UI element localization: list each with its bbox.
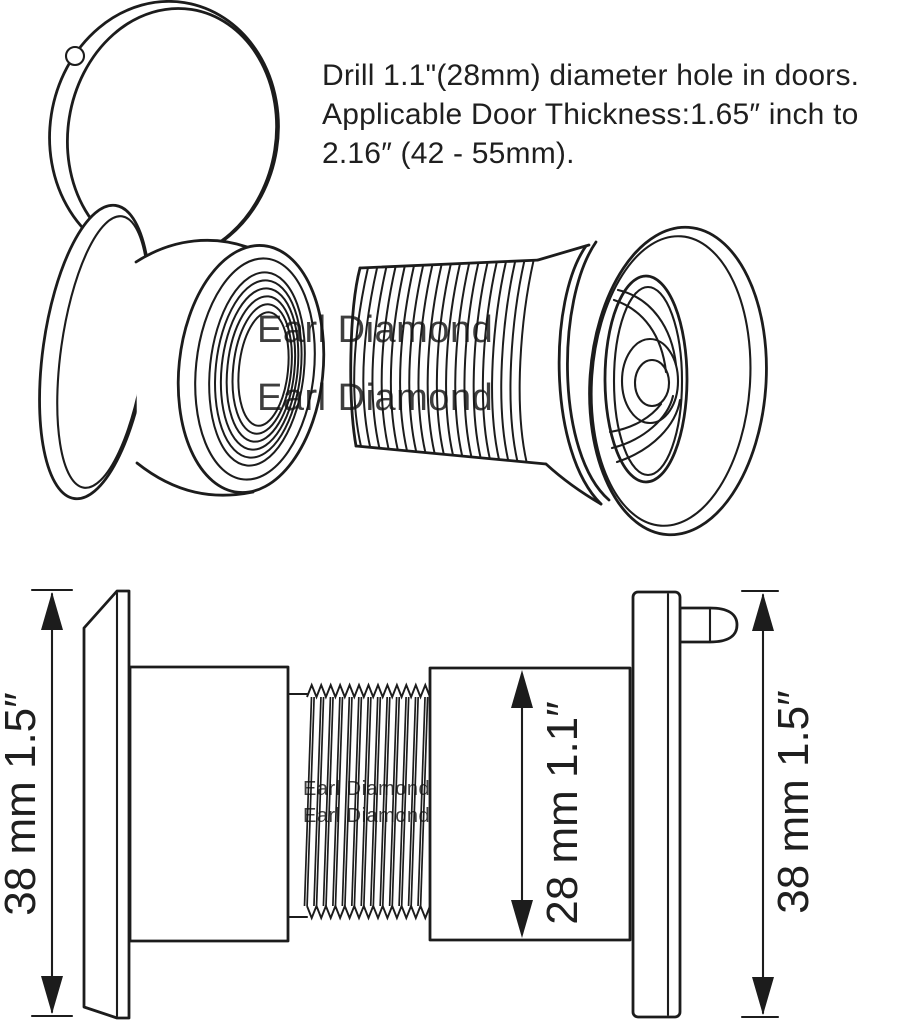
indoor-eyepiece xyxy=(38,203,326,501)
threaded-barrel-3d xyxy=(348,258,548,466)
indoor-flange xyxy=(82,589,131,1020)
lens-barrel-body xyxy=(428,666,632,942)
dim-label-hole-28mm: 28 mm 1.1″ xyxy=(538,701,587,925)
lens-reflection-arc xyxy=(616,288,678,367)
watermark-top-1: Earl Diamond xyxy=(257,309,494,351)
privacy-cover-disc xyxy=(48,0,280,265)
watermark-top-2: Earl Diamond xyxy=(257,377,494,419)
thread-section xyxy=(286,682,431,921)
lens-cavity xyxy=(603,274,689,484)
drill-instruction-line2: Applicable Door Thickness:1.65″ inch to xyxy=(322,98,859,131)
drill-instruction-line1: Drill 1.1"(28mm) diameter hole in doors. xyxy=(322,59,860,92)
dim-label-right-38mm: 38 mm 1.5″ xyxy=(769,690,818,914)
outdoor-flange-plate xyxy=(631,590,739,1019)
drill-instruction-line3: 2.16″ (42 - 55mm). xyxy=(322,137,575,170)
eyepiece-body xyxy=(128,665,290,943)
dim-label-left-38mm: 38 mm 1.5″ xyxy=(0,692,45,916)
watermark-bottom-1: Earl Diamond xyxy=(303,778,431,800)
barrel-threads xyxy=(353,260,535,463)
cover-pivot-pin xyxy=(678,606,739,644)
plate-body xyxy=(631,590,682,1019)
outdoor-lens-piece xyxy=(536,225,768,537)
side-view xyxy=(30,588,780,1020)
lens-pupil xyxy=(633,358,671,408)
dim-right xyxy=(740,589,780,1019)
cone-fill xyxy=(538,242,609,500)
drill-instructions: Drill 1.1"(28mm) diameter hole in doors.… xyxy=(322,56,922,173)
watermark-bottom-2: Earl Diamond xyxy=(303,805,431,827)
cover-pivot-knob xyxy=(64,45,86,67)
flange-back-rim xyxy=(557,244,603,506)
dim-left xyxy=(30,588,74,1018)
dim-hole xyxy=(511,670,533,938)
collar-thread-rings xyxy=(208,271,306,467)
lens-ring xyxy=(620,337,680,425)
